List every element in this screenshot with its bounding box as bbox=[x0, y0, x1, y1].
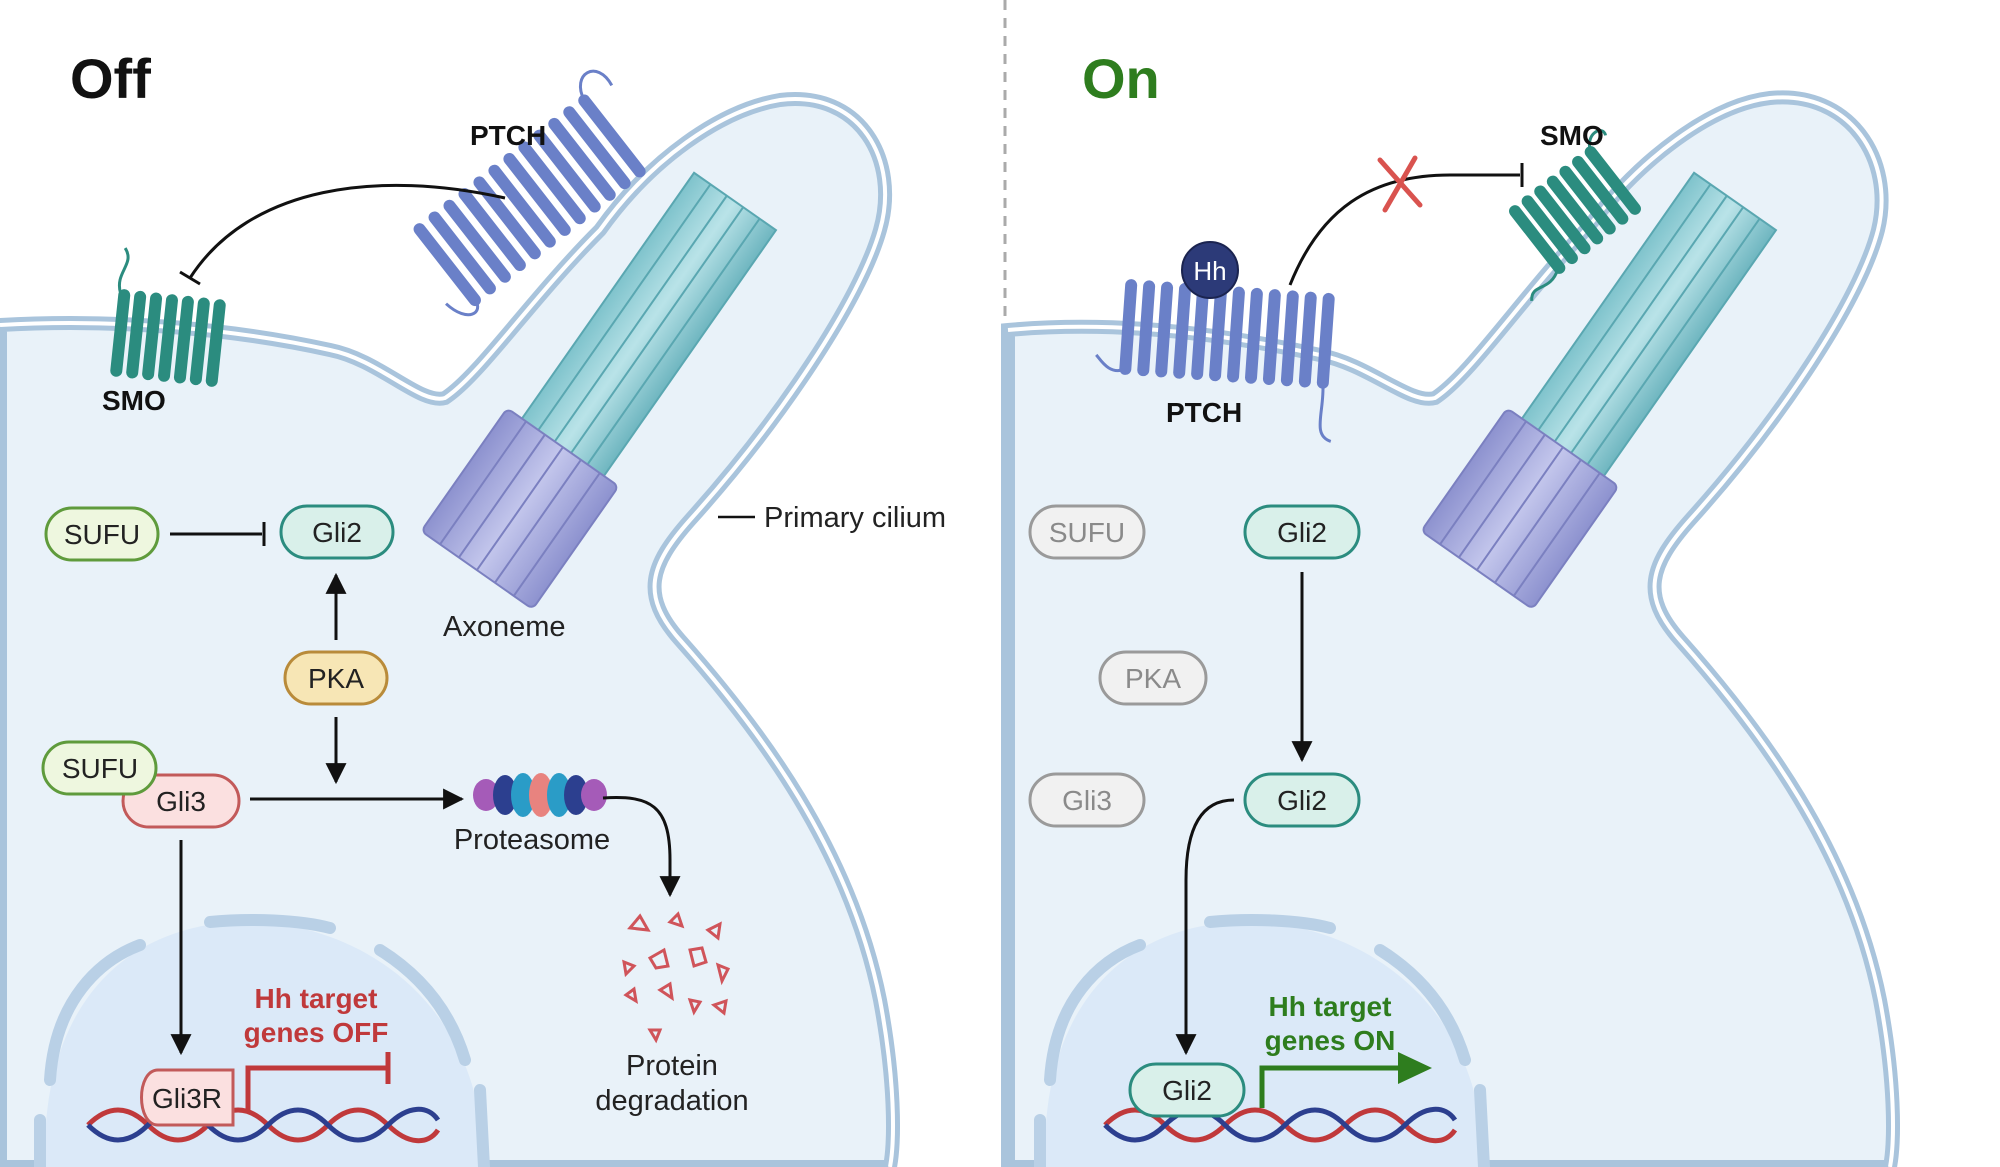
on-pka-pill bbox=[1098, 650, 1208, 706]
off-dna-icon bbox=[86, 1106, 441, 1144]
off-pka-label: PKA bbox=[308, 663, 364, 694]
degradation-label-line1: Protein bbox=[626, 1050, 718, 1082]
on-gli2-to-nucleus-arrow bbox=[1175, 798, 1235, 1056]
off-sufu-top-pill bbox=[44, 506, 160, 562]
on-sufu-pill bbox=[1028, 504, 1146, 560]
protein-fragments-icon bbox=[622, 911, 731, 1044]
hh-ligand-label: Hh bbox=[1193, 256, 1226, 286]
off-pka-pill bbox=[283, 650, 389, 706]
off-ptch-label: PTCH bbox=[470, 120, 546, 151]
on-gli2-top-pill bbox=[1243, 504, 1361, 560]
on-blocked-inhibition bbox=[1288, 173, 1520, 286]
on-activation-arrow bbox=[1259, 1065, 1400, 1108]
on-gli3-label: Gli3 bbox=[1062, 785, 1112, 816]
off-sufu-top-label: SUFU bbox=[64, 519, 140, 550]
on-gli2-dna-pill bbox=[1128, 1062, 1246, 1118]
on-gli2-mid-pill bbox=[1243, 772, 1361, 828]
blocked-x-icon bbox=[1377, 155, 1423, 213]
degradation-label-line2: degradation bbox=[595, 1085, 748, 1117]
on-gli3-pill bbox=[1028, 772, 1146, 828]
off-gli3r-label: Gli3R bbox=[152, 1083, 222, 1114]
off-gli2-label: Gli2 bbox=[312, 517, 362, 548]
on-ptch-receptor bbox=[1095, 279, 1335, 443]
on-panel: Hh PTCH SMO SUFU PKA Gli3 Gli2 Gli2 bbox=[1001, 47, 1900, 1167]
off-target-genes-line2: genes OFF bbox=[244, 1017, 389, 1048]
off-target-genes-line1: Hh target bbox=[255, 983, 378, 1014]
proteasome-icon bbox=[473, 773, 607, 817]
proteasome-label: Proteasome bbox=[454, 824, 610, 856]
hh-ligand-icon bbox=[1181, 241, 1239, 299]
off-gli3r-tag bbox=[140, 1068, 235, 1127]
on-sufu-label: SUFU bbox=[1049, 517, 1125, 548]
on-gli2-top-label: Gli2 bbox=[1277, 517, 1327, 548]
off-gli2-pill bbox=[279, 504, 395, 560]
off-sufu-bottom-label: SUFU bbox=[62, 753, 138, 784]
off-panel-title: Off bbox=[70, 47, 151, 110]
on-gli2-mid-label: Gli2 bbox=[1277, 785, 1327, 816]
on-target-genes-line1: Hh target bbox=[1269, 991, 1392, 1022]
primary-cilium-label: Primary cilium bbox=[764, 502, 946, 534]
off-panel: PTCH SMO Primary cilium Axoneme SUFU Gli… bbox=[0, 47, 946, 1167]
off-sufu-bottom-pill bbox=[41, 740, 158, 796]
off-ptch-receptor bbox=[413, 69, 646, 317]
on-target-genes-line2: genes ON bbox=[1265, 1025, 1396, 1056]
axoneme-label: Axoneme bbox=[443, 611, 566, 643]
off-proteasome-to-degradation-arrow bbox=[602, 796, 681, 898]
off-smo-receptor bbox=[110, 247, 226, 387]
on-dna-icon bbox=[1103, 1106, 1458, 1144]
on-smo-label: SMO bbox=[1540, 120, 1604, 151]
off-axoneme bbox=[422, 171, 778, 608]
on-gli2-dna-label: Gli2 bbox=[1162, 1075, 1212, 1106]
on-smo-receptor bbox=[1509, 129, 1641, 301]
off-smo-label: SMO bbox=[102, 385, 166, 416]
on-ptch-label: PTCH bbox=[1166, 397, 1242, 428]
off-gli3-label: Gli3 bbox=[156, 786, 206, 817]
on-panel-title: On bbox=[1082, 47, 1160, 110]
off-repression-mark bbox=[245, 1065, 388, 1110]
on-axoneme bbox=[1422, 171, 1778, 608]
off-gli3-pill bbox=[121, 773, 241, 829]
off-ptch-inhibits-smo bbox=[188, 183, 506, 279]
on-pka-label: PKA bbox=[1125, 663, 1181, 694]
